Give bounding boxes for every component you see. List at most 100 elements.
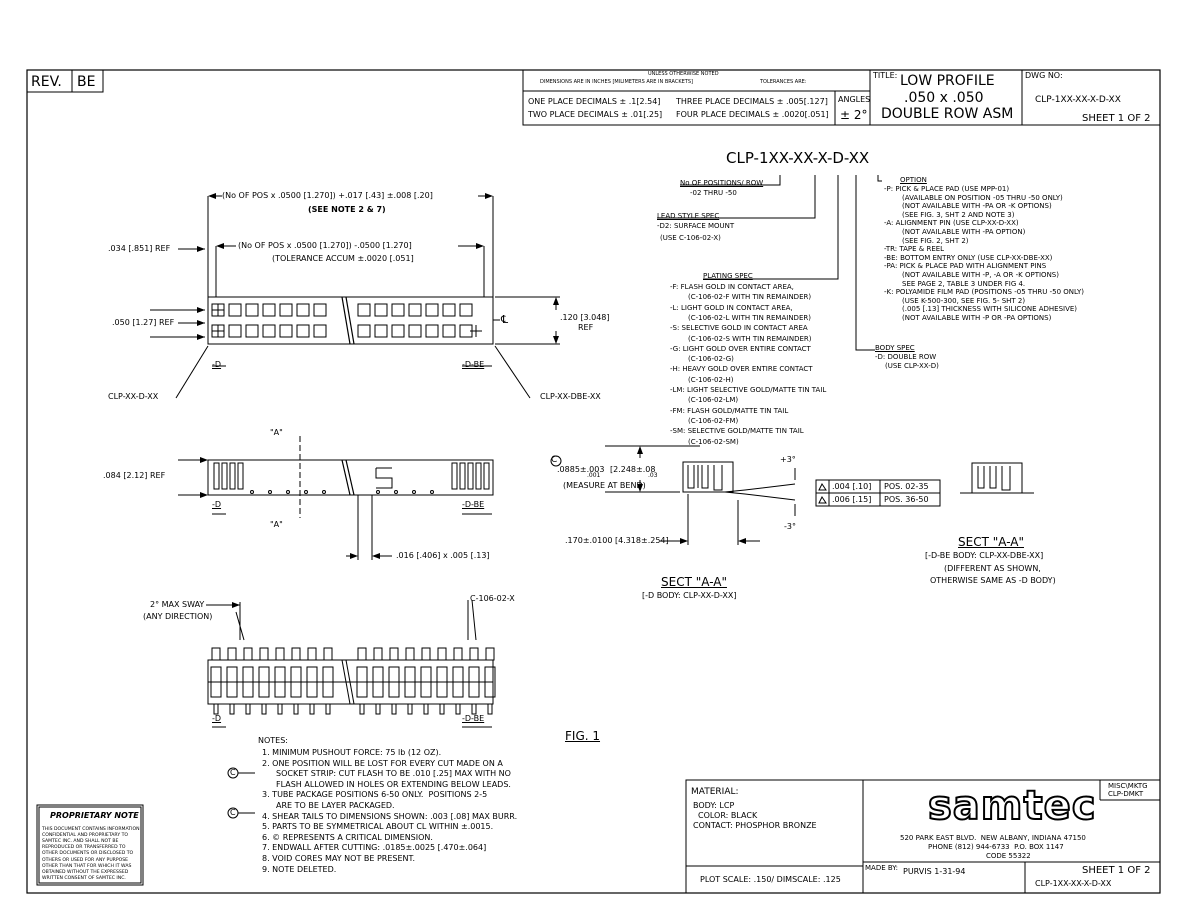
- plating-line: (C-106-02-FM): [688, 416, 739, 425]
- options-line: (SEE FIG. 2, SHT 2): [902, 236, 969, 245]
- title-label: TITLE:: [873, 71, 898, 80]
- proprietary-line: OTHERS OR USED FOR ANY PURPOSE: [42, 857, 129, 863]
- section-a-top: "A": [270, 428, 283, 437]
- proprietary-line: REPRODUCED OR TRANSFERRED TO: [42, 845, 126, 851]
- contact-cell: [459, 303, 473, 317]
- proprietary-line: OTHER DOCUMENTS OR DISCLOSED TO: [42, 851, 134, 857]
- material-body: BODY: LCP: [693, 801, 735, 810]
- ref-084: .084 [2.12] REF: [103, 471, 166, 480]
- contact-cell: [425, 303, 439, 317]
- lead-style-line-2: (USE C-106-02-X): [660, 234, 721, 242]
- tolerance-header-2: DIMENSIONS ARE IN INCHES [MILIMETERS ARE…: [540, 79, 693, 85]
- critical-dim-icon: C: [230, 808, 236, 817]
- tolerance-header-3: TOLERANCES ARE:: [760, 79, 807, 85]
- overall-length-note: (SEE NOTE 2 & 7): [308, 205, 386, 214]
- ref-050: .050 [1.27] REF: [112, 318, 175, 327]
- plating-line: (C-106-02-LM): [688, 396, 739, 405]
- contact-cell: [442, 303, 456, 317]
- dwg-no-footer: CLP-1XX-XX-X-D-XX: [1035, 879, 1112, 888]
- clp-d-callout: CLP-XX-D-XX: [108, 392, 159, 401]
- bottom-tail: [469, 647, 479, 661]
- two-place-tolerance: TWO PLACE DECIMALS ± .01[.25]: [528, 110, 663, 119]
- bottom-tail: [259, 647, 269, 661]
- contact-cell: [391, 303, 405, 317]
- section-aa-dbe-sub-3: OTHERWISE SAME AS -D BODY): [930, 576, 1056, 585]
- contact-cell: [374, 324, 388, 338]
- section-aa-dbe-sub-1: [-D-BE BODY: CLP-XX-DBE-XX]: [925, 551, 1044, 560]
- side-dot: [430, 490, 434, 494]
- tail-dim: .016 [.406] x .005 [.13]: [396, 551, 490, 560]
- notes-line: 5. PARTS TO BE SYMMETRICAL ABOUT CL WITH…: [262, 822, 494, 832]
- contact-cell: [408, 303, 422, 317]
- contact-cell: [357, 303, 371, 317]
- four-place-tolerance: FOUR PLACE DECIMALS ± .0020[.051]: [676, 110, 829, 119]
- plating-line: -FM: FLASH GOLD/MATTE TIN TAIL: [670, 406, 789, 415]
- options-line: (NOT AVAILABLE WITH -PA OR -K OPTIONS): [902, 202, 1052, 211]
- bottom-tail: [437, 647, 447, 661]
- section-aa-d-title: SECT "A-A": [661, 575, 727, 589]
- bottom-lead: [277, 703, 283, 715]
- bottom-tail: [291, 647, 301, 661]
- contact-cell: [296, 324, 310, 338]
- tolerance-2-positions: POS. 36-50: [884, 495, 929, 504]
- proprietary-line: OTHER THAN THAT FOR WHICH IT WAS: [42, 863, 132, 869]
- made-by: PURVIS 1-31-94: [903, 867, 966, 876]
- bottom-lead: [439, 703, 445, 715]
- rev-label: REV.: [31, 74, 62, 90]
- lead-style-title: LEAD STYLE SPEC: [657, 212, 720, 220]
- bottom-tail: [307, 647, 317, 661]
- title-line-2: .050 x .050: [904, 90, 984, 106]
- contact-cell: [313, 303, 327, 317]
- sway-note: 2° MAX SWAY: [150, 600, 205, 609]
- options-line: (NOT AVAILABLE WITH -P OR -PA OPTIONS): [902, 314, 1052, 322]
- title-line-3: DOUBLE ROW ASM: [881, 106, 1014, 122]
- bottom-tail: [323, 647, 333, 661]
- notes-line: 4. SHEAR TAILS TO DIMENSIONS SHOWN: .003…: [262, 811, 518, 821]
- side-contact: [459, 462, 466, 490]
- proprietary-line: OBTAINED WITHOUT THE EXPRESSED: [42, 869, 129, 875]
- plating-line: -G: LIGHT GOLD OVER ENTIRE CONTACT: [670, 344, 811, 353]
- angles-value: ± 2°: [840, 108, 868, 122]
- contact-cell: [228, 303, 242, 317]
- notes-line: 1. MINIMUM PUSHOUT FORCE: 75 lb (12 OZ).: [262, 748, 442, 757]
- label-d-top: -D: [212, 360, 222, 369]
- misc-code: CLP-DMKT: [1108, 790, 1144, 798]
- options-line: (AVAILABLE ON POSITION -05 THRU -50 ONLY…: [902, 193, 1063, 202]
- samtec-logo: samtec: [927, 783, 1097, 829]
- one-place-tolerance: ONE PLACE DECIMALS ± .1[2.54]: [528, 97, 661, 106]
- plating-line: -SM: SELECTIVE GOLD/MATTE TIN TAIL: [670, 427, 804, 436]
- bend-measure-note: (MEASURE AT BEND): [563, 481, 646, 490]
- plating-line: -H: HEAVY GOLD OVER ENTIRE CONTACT: [670, 365, 813, 374]
- bottom-lead: [455, 703, 461, 715]
- options-line: -PA: PICK & PLACE PAD WITH ALIGNMENT PIN…: [884, 262, 1047, 271]
- side-contact: [237, 462, 244, 490]
- overall-length-dim: (No OF POS x .0500 [1.270]) +.017 [.43] …: [222, 191, 433, 200]
- options-line: (SEE FIG. 3, SHT 2 AND NOTE 3): [902, 210, 1015, 219]
- plating-line: -L: LIGHT GOLD IN CONTACT AREA,: [670, 303, 793, 312]
- options-line: (NOT AVAILABLE WITH -PA OPTION): [902, 228, 1026, 236]
- proprietary-line: CONFIDENTIAL AND PROPRIETARY TO: [42, 833, 129, 839]
- proprietary-line: THIS DOCUMENT CONTAINS INFORMATION: [42, 827, 140, 832]
- side-marking: [375, 467, 393, 489]
- bottom-tail: [357, 647, 367, 661]
- contact-cell: [262, 324, 276, 338]
- bottom-tail: [211, 647, 221, 661]
- options-line: -K: POLYAMIDE FILM PAD (POSITIONS -05 TH…: [884, 288, 1085, 297]
- tolerance-1-value: .004 [.10]: [832, 482, 872, 491]
- material-color: COLOR: BLACK: [698, 811, 758, 820]
- section-aa-dbe-title: SECT "A-A": [958, 535, 1024, 549]
- angle-plus: +3°: [780, 455, 796, 464]
- contact-cell: [279, 324, 293, 338]
- options-line: -P: PICK & PLACE PAD (USE MPP-01): [884, 185, 1010, 193]
- tail-length-dim: .170±.0100 [4.318±.254]: [565, 536, 669, 545]
- figure-label: FIG. 1: [565, 729, 601, 743]
- side-contact: [483, 462, 490, 490]
- side-contact: [229, 462, 236, 490]
- ref-120-a: .120 [3.048]: [560, 313, 610, 322]
- contact-cell: [313, 324, 327, 338]
- notes-line: 2. ONE POSITION WILL BE LOST FOR EVERY C…: [262, 758, 503, 768]
- lead-style-line-1: -D2: SURFACE MOUNT: [657, 222, 735, 230]
- bottom-tail: [389, 647, 399, 661]
- notes-line: 9. NOTE DELETED.: [262, 864, 337, 874]
- title-line-1: LOW PROFILE: [900, 73, 995, 89]
